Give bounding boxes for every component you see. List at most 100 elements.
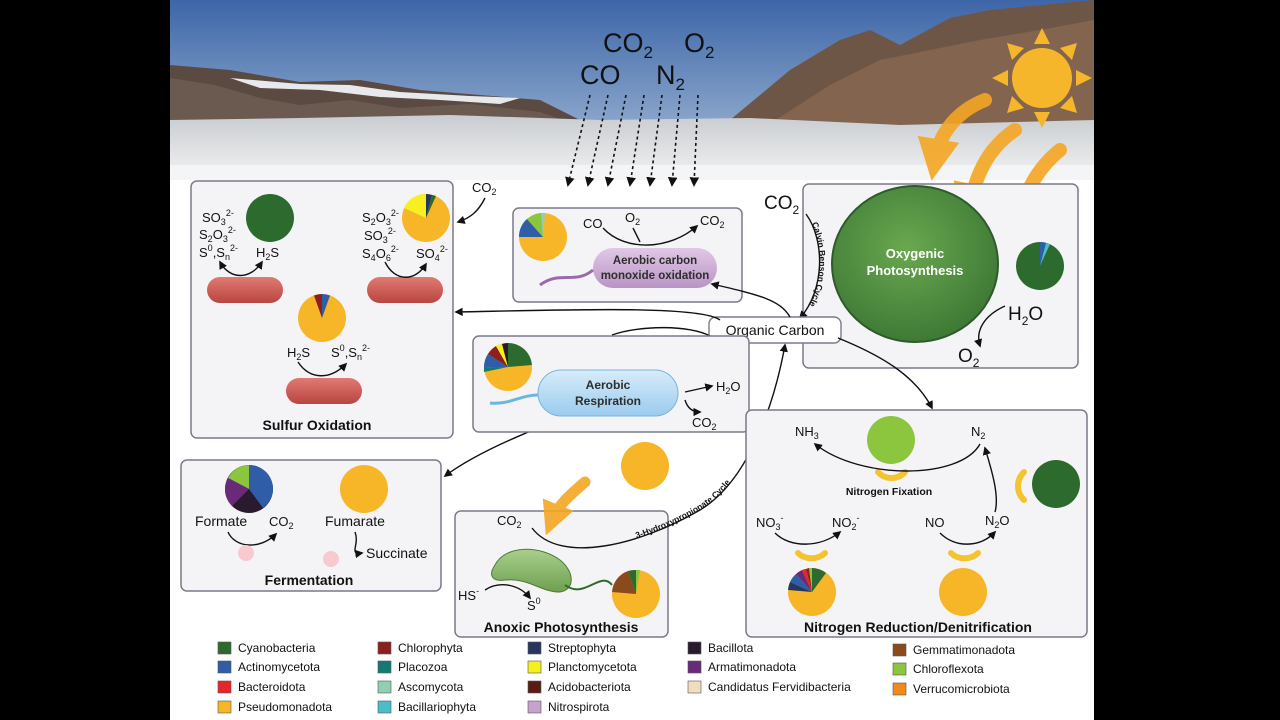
h2o-label-resp: H2O [716, 379, 741, 396]
oxygenic-title-2: Photosynthesis [867, 263, 964, 278]
co2-sulfur-arrow [456, 197, 486, 224]
sulfur-oxidation-panel: SO32- S2O32- S0,Sn2- H2S S2O32- SO32- S4… [190, 180, 454, 439]
aerobic-resp-title-1: Aerobic [586, 378, 631, 392]
flagellum-co-oxidizer [539, 268, 594, 287]
co2-label-calvin: CO2 [764, 193, 800, 217]
o2-label-co: O2 [625, 210, 640, 227]
hydroxypropionate-arrow [531, 343, 788, 549]
pie-fermentation-fumarate [340, 465, 388, 513]
no-label: NO [925, 515, 945, 530]
legend-swatch [527, 700, 542, 714]
purple-bacterium [491, 548, 613, 593]
fermentation-title: Fermentation [265, 572, 354, 588]
bacterium-sulfur-left [207, 277, 283, 303]
gas-co2: CO [603, 28, 644, 58]
organic-carbon-label: Organic Carbon [726, 322, 825, 338]
legend-swatch [217, 660, 232, 674]
bacterium-aerobic [537, 369, 679, 417]
nitrogenase-enzyme [875, 469, 908, 481]
legend-label: Placozoa [398, 660, 448, 674]
legend-label: Planctomycetota [548, 660, 637, 674]
aerobic-resp-title-2: Respiration [575, 394, 641, 408]
anoxic-photosynthesis-panel: CO2 HS- S0 Anoxic Photosynthesis [454, 476, 669, 638]
svg-text:S0,Sn2-: S0,Sn2- [199, 243, 238, 262]
pie-aerobic-respiration [483, 342, 532, 391]
legend-label: Acidobacteriota [548, 680, 631, 694]
cyanobacterium-cell [831, 185, 999, 343]
co2-label-ferm: CO2 [269, 514, 294, 531]
gas-n2: N [656, 60, 676, 90]
co-oxidation-arrow [602, 224, 699, 246]
nitrogen-reduction-title: Nitrogen Reduction/Denitrification [804, 619, 1032, 635]
svg-text:S0,Sn2-: S0,Sn2- [331, 343, 370, 362]
pie-nitrogen-right [1032, 460, 1080, 508]
legend-swatch [217, 680, 232, 694]
legend-label: Armatimonadota [708, 660, 796, 674]
legend-label: Bacillota [708, 641, 754, 655]
svg-text:S2O32-: S2O32- [199, 225, 236, 244]
legend-swatch [687, 660, 702, 674]
fermentation-panel: Formate CO2 Fumarate Succinate Fermentat… [180, 459, 442, 592]
legend-label: Chlorophyta [398, 641, 463, 655]
n2o-label: N2O [985, 513, 1010, 530]
s0-label: S0 [527, 596, 541, 613]
legend-swatch [217, 641, 232, 655]
legend-label: Nitrospirota [548, 700, 610, 714]
glacier-landscape [170, 0, 1094, 180]
legend-swatch [687, 641, 702, 655]
no2-label: NO2- [832, 513, 860, 532]
legend-swatch [377, 641, 392, 655]
pie-sulfur-left [246, 194, 294, 242]
oxygenic-title-1: Oxygenic [886, 246, 945, 261]
bacterium-sulfur-right [367, 277, 443, 303]
legend-label: Candidatus Fervidibacteria [708, 680, 851, 694]
sulfur-oxidation-title: Sulfur Oxidation [263, 417, 372, 433]
legend-label: Ascomycota [398, 680, 464, 694]
pie-sulfur-right [402, 193, 450, 242]
o2-label-oxygenic: O2 [958, 346, 980, 370]
legend-swatch [892, 643, 907, 657]
legend-swatch [377, 680, 392, 694]
svg-text:H2S: H2S [256, 245, 279, 262]
pie-oxygenic [1016, 242, 1064, 290]
enzyme-fumarate [323, 551, 339, 567]
n2-label-fix: N2 [971, 424, 985, 441]
legend-swatch [527, 641, 542, 655]
svg-text:O2: O2 [684, 28, 714, 62]
pie-sulfur-center [298, 294, 346, 342]
co2-label-resp: CO2 [692, 415, 717, 432]
pie-anoxic-top [621, 442, 669, 490]
enzyme-formate [238, 545, 254, 561]
h2o-label-oxygenic: H2O [1008, 304, 1043, 328]
legend-swatch [377, 660, 392, 674]
aerobic-co-oxidation-panel: Aerobic carbon monoxide oxidation CO O2 … [512, 207, 743, 303]
sulfur-center-substrates: H2S S0,Sn2- [287, 343, 370, 362]
pie-anoxic [612, 569, 660, 618]
legend-label: Bacteroidota [238, 680, 306, 694]
legend-swatch [527, 660, 542, 674]
no3-label: NO3- [756, 513, 784, 532]
legend-label: Gemmatimonadota [913, 643, 1015, 657]
anoxic-light-arrow [542, 476, 591, 536]
succinate-label: Succinate [366, 545, 428, 561]
svg-text:S2O32-: S2O32- [362, 208, 399, 227]
pie-nitrogen-fixation [867, 416, 915, 464]
co-label: CO [583, 216, 603, 231]
pie-nitrogen-reduction [788, 567, 836, 616]
bacterium-sulfur-center [286, 378, 362, 404]
legend-label: Actinomycetota [238, 660, 320, 674]
sulfur-right-substrates: S2O32- SO32- S4O62- SO42- [362, 208, 448, 263]
svg-text:N2: N2 [656, 60, 685, 94]
nh3-label: NH3 [795, 424, 819, 441]
legend-label: Bacillariophyta [398, 700, 476, 714]
pie-aerobic-co [518, 212, 567, 261]
water-split-arrow [973, 305, 1006, 348]
aerobic-co-title-2: monoxide oxidation [601, 270, 710, 282]
aerobic-respiration-panel: Aerobic Respiration H2O CO2 [472, 335, 750, 433]
gas-co: CO [580, 60, 621, 90]
legend-label: Cyanobacteria [238, 641, 316, 655]
gas-o2: O [684, 28, 705, 58]
hs-label: HS- [458, 586, 479, 603]
legend-swatch [892, 662, 907, 676]
